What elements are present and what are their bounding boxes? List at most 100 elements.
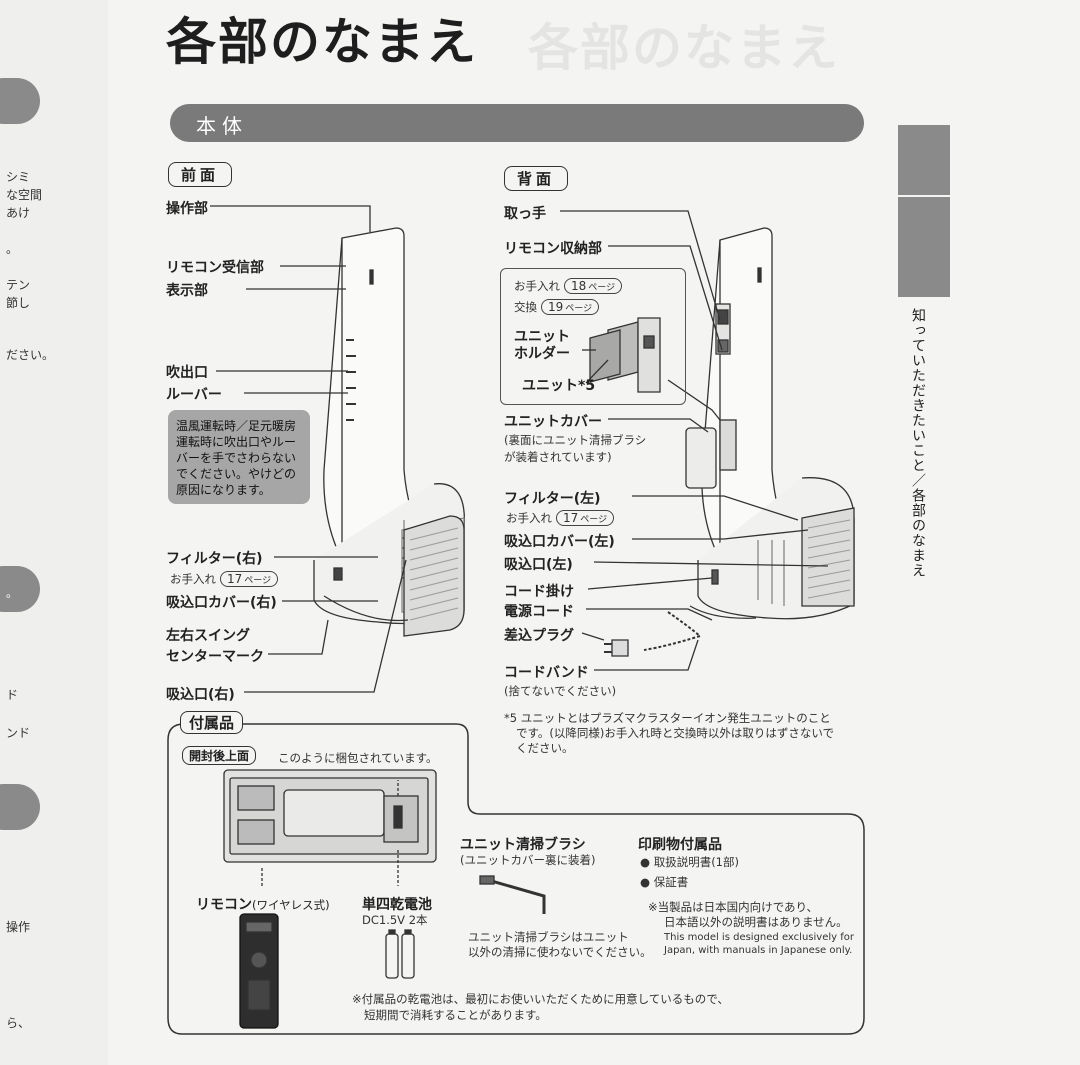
care-text: お手入れ	[514, 279, 560, 293]
remote-illustration	[239, 913, 279, 1029]
accessories-frame	[167, 723, 865, 1035]
label-cord-hook: コード掛け	[504, 584, 574, 600]
page-title: 各部のなまえ	[166, 13, 478, 71]
footnote-unit-2: です。(以降同様)お手入れ時と交換時以外は取りはずさないで	[516, 726, 834, 740]
care-text: お手入れ	[170, 572, 216, 586]
label-power-cord: 電源コード	[504, 604, 574, 620]
label-display: 表示部	[166, 283, 208, 299]
label-unit-holder-1: ユニット	[514, 329, 570, 345]
label-unit-holder-2: ホルダー	[514, 346, 570, 362]
label-control-panel: 操作部	[166, 201, 208, 217]
left-fragment: ンド	[6, 726, 31, 740]
left-fragment: ら、	[6, 1016, 31, 1030]
unit-cover-note-1: (裏面にユニット清掃ブラシ	[504, 433, 647, 447]
brush-note-1: ユニット清掃ブラシはユニット	[468, 930, 629, 944]
label-intake-cover-right: 吸込口カバー(右)	[166, 595, 277, 611]
brush-sub: (ユニットカバー裏に装着)	[460, 853, 596, 867]
left-section-pill	[0, 78, 40, 124]
side-index-tab	[898, 125, 950, 297]
brush-note-2: 以外の清掃に使わないでください。	[468, 945, 652, 959]
burn-warning-box: 温風運転時／足元暖房運転時に吹出口やルーバーを手でさわらないでください。やけどの…	[168, 410, 310, 504]
battery-label: 単四乾電池	[362, 897, 432, 913]
battery-sub: DC1.5V 2本	[362, 913, 428, 927]
battery-note-1: ※付属品の乾電池は、最初にお使いいただくために用意しているもので、	[352, 992, 729, 1006]
unit-holder-inset	[589, 317, 661, 393]
section-bar-main-unit: 本体	[170, 104, 864, 142]
brush-illustration	[479, 875, 546, 914]
remote-accessory: リモコン(ワイヤレス式)	[196, 894, 330, 914]
unit-cover-note-2: が装着されています)	[504, 450, 612, 464]
opened-top-tag: 開封後上面	[182, 746, 257, 765]
left-fragment: シミ	[6, 170, 31, 184]
remote-sub: (ワイヤレス式)	[252, 898, 330, 912]
left-section-pill	[0, 566, 40, 612]
left-page-edge: シミ な空間 あけ 。 テン 節し ださい。 。 ド ンド 操作 ら、	[0, 0, 110, 1065]
packaging-illustration	[223, 769, 437, 886]
page-number: 19	[548, 300, 564, 314]
label-swing-center-mark-1: 左右スイング	[166, 628, 250, 644]
front-view-tag: 前面	[168, 162, 233, 187]
unit-detail-inset	[500, 268, 686, 405]
japan-note-1: ※当製品は日本国内向けであり、	[648, 900, 819, 914]
page-suffix: ページ	[565, 304, 593, 314]
left-fragment: 操作	[6, 920, 31, 934]
left-fragment: 節し	[6, 296, 31, 310]
label-swing-center-mark-2: センターマーク	[166, 649, 264, 665]
label-filter-left: フィルター(左)	[504, 491, 601, 507]
opened-description: このように梱包されています。	[278, 751, 438, 765]
care-text: お手入れ	[506, 511, 552, 525]
label-unit: ユニット*5	[522, 378, 596, 394]
page-number: 18	[571, 279, 587, 293]
back-leader-lines	[560, 210, 829, 671]
label-intake-cover-left: 吸込口カバー(左)	[504, 534, 615, 550]
japan-note-2: 日本語以外の説明書はありません。	[664, 915, 848, 929]
batteries-illustration	[385, 929, 415, 979]
battery-note-2: 短期間で消耗することがあります。	[364, 1008, 547, 1022]
left-fragment: ださい。	[6, 348, 55, 362]
back-view-tag: 背面	[504, 166, 569, 191]
left-fragment: な空間	[6, 188, 43, 202]
left-fragment: 。	[6, 242, 19, 256]
remote-label: リモコン	[196, 897, 252, 913]
left-section-pill	[0, 784, 40, 830]
section-label: 本体	[196, 114, 248, 138]
diagram-illustrations	[167, 205, 865, 1035]
left-fragment: あけ	[6, 206, 31, 220]
japan-note-4: Japan, with manuals in Japanese only.	[664, 945, 853, 956]
printed-materials-label: 印刷物付属品	[638, 837, 722, 853]
label-unit-cover: ユニットカバー	[504, 414, 602, 430]
back-tower-illustration	[604, 227, 855, 657]
page-number: 17	[563, 511, 579, 525]
footnote-unit-3: ください。	[516, 741, 574, 755]
label-filter-right: フィルター(右)	[166, 551, 263, 567]
brush-label: ユニット清掃ブラシ	[460, 837, 586, 853]
left-fragment: 。	[6, 586, 19, 600]
front-leader-lines	[210, 205, 407, 693]
label-louver: ルーバー	[166, 387, 222, 403]
front-tower-illustration	[313, 227, 466, 637]
printed-item-warranty: ● 保証書	[640, 875, 689, 889]
left-fragment: テン	[6, 278, 31, 292]
printed-item-manual: ● 取扱説明書(1部)	[640, 855, 739, 869]
accessories-tag: 付属品	[180, 711, 244, 734]
label-cord-band: コードバンド	[504, 665, 589, 681]
page-suffix: ページ	[580, 515, 608, 525]
page-number: 17	[227, 572, 243, 586]
replace-text: 交換	[514, 300, 537, 314]
label-intake-left: 吸込口(左)	[504, 557, 573, 573]
label-remote-storage: リモコン収納部	[504, 241, 602, 257]
cord-band-note: (捨てないでください)	[504, 684, 617, 698]
page-suffix: ページ	[588, 283, 616, 293]
japan-note-3: This model is designed exclusively for	[664, 932, 854, 943]
footnote-unit-1: *5 ユニットとはプラズマクラスターイオン発生ユニットのこと	[504, 711, 831, 725]
label-plug: 差込プラグ	[504, 628, 574, 644]
label-handle: 取っ手	[504, 206, 546, 222]
